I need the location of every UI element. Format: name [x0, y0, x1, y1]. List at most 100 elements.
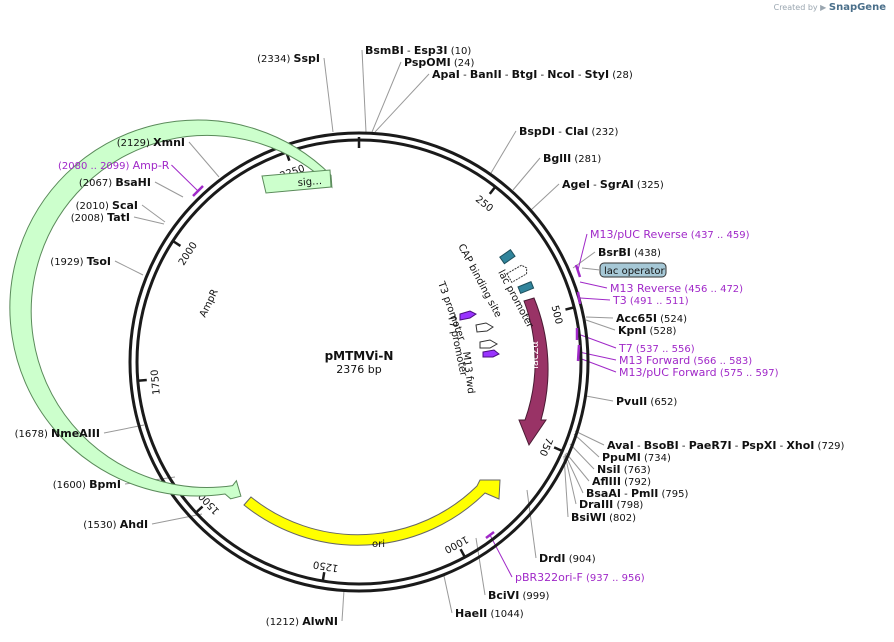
site-bsrbi[interactable]: BsrBI (438): [598, 246, 661, 259]
primer-m13-reverse[interactable]: M13 Reverse (456 .. 472): [610, 282, 743, 295]
site-label-text: AflIII (792): [592, 475, 651, 488]
site-tati[interactable]: (2008) TatI: [71, 211, 130, 224]
site-leader: [585, 319, 616, 331]
ampr-feature-arrow[interactable]: [9, 119, 333, 500]
site-position: (1678): [15, 429, 51, 440]
t3-promoter-feature[interactable]: [459, 310, 477, 321]
site-leader-lines: [103, 49, 617, 622]
site-afliii[interactable]: AflIII (792): [592, 475, 651, 488]
snapgene-watermark: Created by ▶ SnapGene: [774, 2, 886, 13]
site-sspi[interactable]: (2334) SspI: [257, 52, 320, 65]
primer-label-text: M13 Reverse (456 .. 472): [610, 282, 743, 295]
tick-label: 750: [537, 436, 555, 458]
tick-label: 1000: [442, 533, 470, 555]
site-scai[interactable]: (2010) ScaI: [76, 199, 138, 212]
tick-mark: [195, 505, 204, 514]
ampr-label: AmpR: [198, 288, 221, 320]
primer-t7[interactable]: T7 (537 .. 556): [618, 342, 695, 355]
site-enzyme-name: BpmI: [89, 478, 121, 491]
tick-mark: [488, 186, 497, 195]
site-alwni[interactable]: (1212) AlwNI: [266, 615, 338, 628]
site-xmni[interactable]: (2129) XmnI: [117, 136, 185, 149]
site-separator: -: [732, 441, 742, 452]
site-enzyme-name: BsaHI: [115, 176, 151, 189]
m13-fwd-feature[interactable]: [479, 339, 499, 349]
site-leader: [188, 141, 220, 178]
site-leader: [564, 454, 577, 505]
site-bpmi[interactable]: (1600) BpmI: [53, 478, 121, 491]
site-bsiwi[interactable]: BsiWI (802): [571, 511, 636, 524]
sig-feature[interactable]: [261, 169, 332, 194]
tick-mark: [137, 378, 147, 383]
lac-promoter-feature[interactable]: [506, 264, 529, 284]
site-apai[interactable]: ApaI - BanII - BtgI - NcoI - StyI (28): [432, 68, 633, 81]
site-nmeaiii[interactable]: (1678) NmeAIII: [15, 427, 100, 440]
site-label-text: (1600) BpmI: [53, 478, 121, 491]
lac-operator-feature[interactable]: [517, 281, 535, 295]
primer-range: (491 .. 511): [627, 296, 689, 307]
site-draiii[interactable]: DraIII (798): [579, 498, 643, 511]
site-agei[interactable]: AgeI - SgrAI (325): [562, 178, 664, 191]
site-position: (2129): [117, 138, 153, 149]
cap-binding-site-feature[interactable]: [499, 249, 516, 265]
cap-binding-site-label: CAP binding site: [455, 242, 503, 319]
t7-feature[interactable]: [482, 349, 500, 358]
primer-label-text: M13/pUC Forward (575 .. 597): [619, 366, 779, 379]
site-label-text: BsrBI (438): [598, 246, 661, 259]
site-enzyme-name: SgrAI: [600, 178, 634, 191]
site-leader: [573, 433, 600, 458]
primer-t3[interactable]: T3 (491 .. 511): [612, 294, 689, 307]
primer-label-text: (2080 .. 2099) Amp-R: [58, 159, 170, 172]
primer-range: (566 .. 583): [690, 356, 752, 367]
site-ppumi[interactable]: PpuMI (734): [602, 451, 671, 464]
primer-pbr322ori-f[interactable]: pBR322ori-F (937 .. 956): [515, 571, 645, 584]
site-ahdi[interactable]: (1530) AhdI: [83, 518, 148, 531]
site-position: (792): [621, 477, 651, 488]
site-pspomi[interactable]: PspOMI (24): [404, 56, 474, 69]
site-bglii[interactable]: BglII (281): [543, 152, 601, 165]
watermark-brand: SnapGene: [828, 2, 886, 13]
site-label-text: BsaAI - PmlI (795): [586, 487, 688, 500]
pbr322ori-f-primer-mark: [485, 531, 495, 539]
primer-m13-forward[interactable]: M13 Forward (566 .. 583): [619, 354, 752, 367]
site-bsaai[interactable]: BsaAI - PmlI (795): [586, 487, 688, 500]
site-enzyme-name: AgeI: [562, 178, 590, 191]
primer-amp-r[interactable]: (2080 .. 2099) Amp-R: [58, 159, 170, 172]
site-enzyme-name: BtgI: [512, 68, 538, 81]
site-enzyme-name: XmnI: [153, 136, 185, 149]
site-leader: [563, 455, 569, 518]
site-separator: -: [575, 70, 585, 81]
site-haeii[interactable]: HaeII (1044): [455, 607, 524, 620]
site-kpni[interactable]: KpnI (528): [618, 324, 676, 337]
site-tsoi[interactable]: (1929) TsoI: [50, 255, 111, 268]
site-bsahi[interactable]: (2067) BsaHI: [79, 176, 151, 189]
primer-label-text: M13 Forward (566 .. 583): [619, 354, 752, 367]
site-pvuii[interactable]: PvuII (652): [616, 395, 677, 408]
site-position: (734): [641, 453, 671, 464]
primer-range: (437 .. 459): [688, 230, 750, 241]
site-position: (904): [566, 554, 596, 565]
site-bsmbi[interactable]: BsmBI - Esp3I (10): [365, 44, 471, 57]
site-nsii[interactable]: NsiI (763): [597, 463, 651, 476]
site-position: (524): [657, 314, 687, 325]
site-separator: -: [537, 70, 547, 81]
site-separator: -: [776, 441, 786, 452]
site-bspdi[interactable]: BspDI - ClaI (232): [519, 125, 619, 138]
site-enzyme-name: BsmBI: [365, 44, 404, 57]
primer-name: M13 Forward: [619, 354, 690, 367]
site-avai[interactable]: AvaI - BsoBI - PaeR7I - PspXI - XhoI (72…: [607, 439, 845, 452]
site-drdi[interactable]: DrdI (904): [539, 552, 596, 565]
site-enzyme-name: TsoI: [87, 255, 111, 268]
ori-feature-arrow[interactable]: [243, 479, 501, 546]
t7-promoter-feature[interactable]: [475, 322, 494, 333]
site-label-text: BspDI - ClaI (232): [519, 125, 619, 138]
site-bcivi[interactable]: BciVI (999): [488, 589, 549, 602]
primer-m13-puc-forward[interactable]: M13/pUC Forward (575 .. 597): [619, 366, 779, 379]
primer-leader: [171, 164, 199, 192]
site-leader: [530, 183, 560, 211]
primer-m13-puc-reverse[interactable]: M13/pUC Reverse (437 .. 459): [590, 228, 750, 241]
site-acc65i[interactable]: Acc65I (524): [616, 312, 687, 325]
site-position: (438): [631, 248, 661, 259]
site-enzyme-name: AflIII: [592, 475, 621, 488]
lacza-feature-arrow[interactable]: [518, 297, 549, 447]
